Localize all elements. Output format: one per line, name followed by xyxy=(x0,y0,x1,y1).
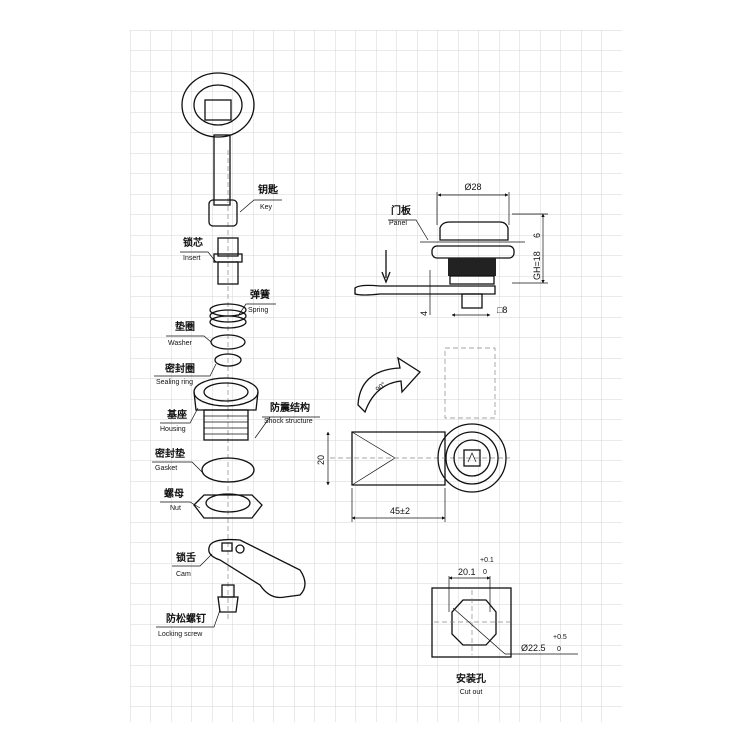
cutout-diameter-label: Ø22.5 xyxy=(521,643,546,653)
cutout-dia-tol-upper: +0.5 xyxy=(553,634,567,641)
cutout-width-tol-upper: +0.1 xyxy=(480,557,494,564)
dim-45-label: 45±2 xyxy=(390,506,410,516)
sealing-ring-part xyxy=(214,353,242,367)
square-8-label: □8 xyxy=(497,305,507,315)
dim-4-label: 4 xyxy=(419,311,429,316)
label-gasket-en: Gasket xyxy=(155,465,177,472)
gasket-part xyxy=(201,457,255,483)
label-locking-screw-en: Locking screw xyxy=(158,631,203,638)
diameter-28-label: Ø28 xyxy=(464,182,481,192)
label-key-en: Key xyxy=(260,204,273,211)
label-shock-structure-en: Shock structure xyxy=(264,418,313,425)
label-insert-cn: 锁芯 xyxy=(183,236,203,249)
panel-label-en: Panel xyxy=(389,220,407,227)
label-insert-en: Insert xyxy=(183,255,201,262)
key-part xyxy=(181,72,255,227)
label-sealing-ring-cn: 密封圈 xyxy=(165,362,195,375)
insert-part xyxy=(213,237,243,285)
grid-background xyxy=(130,30,622,722)
label-nut-cn: 螺母 xyxy=(164,487,184,500)
cam-part xyxy=(208,538,306,599)
label-gasket-cn: 密封垫 xyxy=(155,447,185,460)
cutout-width-label: 20.1 xyxy=(458,567,476,577)
label-washer-en: Washer xyxy=(168,340,193,347)
label-key-cn: 钥匙 xyxy=(258,183,279,196)
part-labels: 钥匙 Key 锁芯 Insert 弹簧 Spring 垫圈 Washer 密封圈… xyxy=(152,183,320,638)
gh-18-label: GH=18 xyxy=(532,251,542,280)
label-sealing-ring-en: Sealing ring xyxy=(156,379,193,386)
exploded-view: 钥匙 Key 锁芯 Insert 弹簧 Spring 垫圈 Washer 密封圈… xyxy=(152,72,320,638)
spring-part xyxy=(209,303,247,329)
cutout-title-en: Cut out xyxy=(460,689,483,696)
label-spring-cn: 弹簧 xyxy=(250,288,270,301)
nut-part xyxy=(193,493,263,519)
dim-20-label: 20 xyxy=(316,455,326,465)
panel-label-cn: 门板 xyxy=(391,204,412,217)
dim-6-label: 6 xyxy=(532,233,542,238)
label-locking-screw-cn: 防松螺钉 xyxy=(166,612,206,625)
side-view: Ø28 门板 Panel GH=18 6 4 □8 xyxy=(354,182,548,317)
cutout-dia-tol-lower: 0 xyxy=(557,646,561,653)
label-housing-cn: 基座 xyxy=(166,408,187,421)
rotation-arrow-icon xyxy=(357,356,421,414)
label-spring-en: Spring xyxy=(248,307,268,314)
cutout-title-cn: 安装孔 xyxy=(456,672,486,685)
label-nut-en: Nut xyxy=(170,505,181,512)
label-shock-structure-cn: 防震结构 xyxy=(270,401,310,414)
label-cam-cn: 锁舌 xyxy=(176,551,196,564)
cutout-view: 20.1 +0.1 0 Ø22.5 +0.5 0 安装孔 Cut out xyxy=(431,557,578,696)
locking-screw-part xyxy=(217,584,239,613)
cutout-width-tol-lower: 0 xyxy=(483,569,487,576)
label-housing-en: Housing xyxy=(160,426,186,433)
label-cam-en: Cam xyxy=(176,571,191,578)
label-washer-cn: 垫圈 xyxy=(175,320,195,333)
housing-part xyxy=(193,377,259,441)
